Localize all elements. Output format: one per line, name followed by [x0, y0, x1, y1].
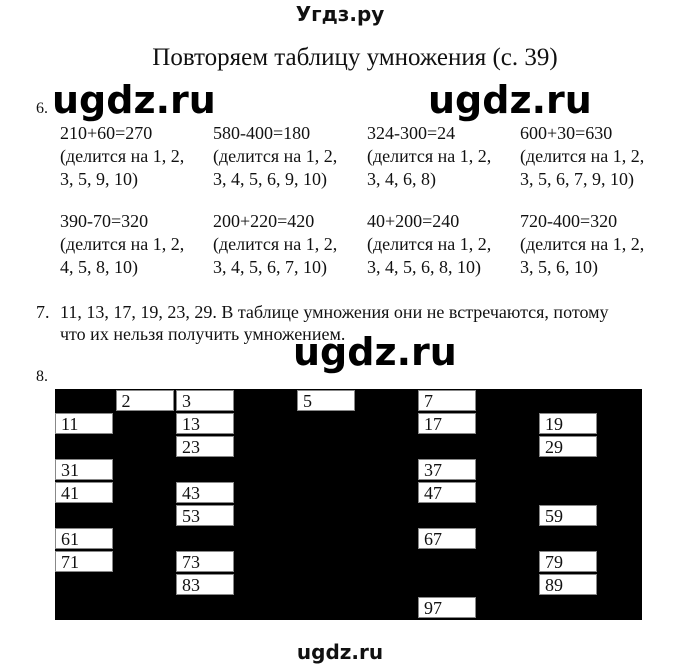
- grid-cell: 89: [539, 574, 597, 595]
- task-6-item-divisors: 3, 4, 5, 6, 8, 10): [367, 257, 481, 277]
- task-7-line-2: что их нельзя получить умножением.: [60, 324, 346, 344]
- task-6-item-divisors: (делится на 1, 2,: [367, 234, 492, 254]
- task-6-item-divisors: (делится на 1, 2,: [213, 146, 338, 166]
- task-6-item-divisors: (делится на 1, 2,: [213, 234, 338, 254]
- task-6-item-equation: 210+60=270: [60, 123, 153, 143]
- grid-cell: 79: [539, 551, 597, 572]
- grid-cell: 31: [55, 459, 113, 480]
- task-6-item-equation: 40+200=240: [367, 211, 460, 231]
- task-7-line-1: 11, 13, 17, 19, 23, 29. В таблице умноже…: [60, 302, 609, 322]
- grid-cell: 47: [418, 482, 476, 503]
- task-6-item-divisors: (делится на 1, 2,: [60, 234, 185, 254]
- task-6-item-equation: 200+220=420: [213, 211, 315, 231]
- task-6-item-divisors: (делится на 1, 2,: [367, 146, 492, 166]
- grid-cell: 3: [176, 390, 234, 411]
- watermark: ugdz.ru: [52, 78, 216, 122]
- grid-cell: 43: [176, 482, 234, 503]
- task-6-item-divisors: 3, 4, 5, 6, 7, 10): [213, 257, 327, 277]
- grid-cell: 67: [418, 528, 476, 549]
- task-6-item-divisors: 3, 5, 6, 10): [520, 257, 598, 277]
- grid-cell: 83: [176, 574, 234, 595]
- grid-cell: 73: [176, 551, 234, 572]
- grid-cell: 41: [55, 482, 113, 503]
- task-6-item-equation: 720-400=320: [520, 211, 618, 231]
- grid-cell: 97: [418, 597, 476, 618]
- footer-watermark: ugdz.ru: [296, 640, 384, 664]
- grid-cell: 61: [55, 528, 113, 549]
- task-6-item-equation: 600+30=630: [520, 123, 613, 143]
- task-6-item-equation: 390-70=320: [60, 211, 149, 231]
- task-6-item-divisors: (делится на 1, 2,: [520, 146, 645, 166]
- task-6-item-divisors: 3, 4, 5, 6, 9, 10): [213, 169, 327, 189]
- grid-cell: 13: [176, 413, 234, 434]
- task-6-item-divisors: (делится на 1, 2,: [520, 234, 645, 254]
- grid-cell: 7: [418, 390, 476, 411]
- watermark: ugdz.ru: [428, 78, 592, 122]
- grid-cell: 11: [55, 413, 113, 434]
- grid-cell: 29: [539, 436, 597, 457]
- grid-cell: 17: [418, 413, 476, 434]
- task-8-number: 8.: [36, 368, 48, 385]
- task-6-item-equation: 580-400=180: [213, 123, 311, 143]
- page-title: Повторяем таблицу умножения (с. 39): [152, 44, 558, 71]
- grid-cell: 2: [115, 390, 174, 411]
- grid-cell: 37: [418, 459, 476, 480]
- watermark: ugdz.ru: [293, 330, 457, 374]
- grid-cell: 59: [539, 505, 597, 526]
- task-6-item-equation: 324-300=24: [367, 123, 456, 143]
- grid-cell: 5: [297, 390, 355, 411]
- grid-cell: 71: [55, 551, 113, 572]
- task-6-item-divisors: 3, 5, 6, 7, 9, 10): [520, 169, 634, 189]
- grid-cell: 23: [176, 436, 234, 457]
- task-6-item-divisors: 3, 4, 6, 8): [367, 169, 436, 189]
- task-7-number: 7.: [36, 302, 50, 322]
- task-6-item-divisors: 3, 5, 9, 10): [60, 169, 138, 189]
- task-6-number: 6.: [36, 100, 48, 117]
- task-6-item-divisors: 4, 5, 8, 10): [60, 257, 138, 277]
- grid-cell: 53: [176, 505, 234, 526]
- grid-cell: 19: [539, 413, 597, 434]
- site-title: Угдз.ру: [295, 2, 385, 26]
- task-6-item-divisors: (делится на 1, 2,: [60, 146, 185, 166]
